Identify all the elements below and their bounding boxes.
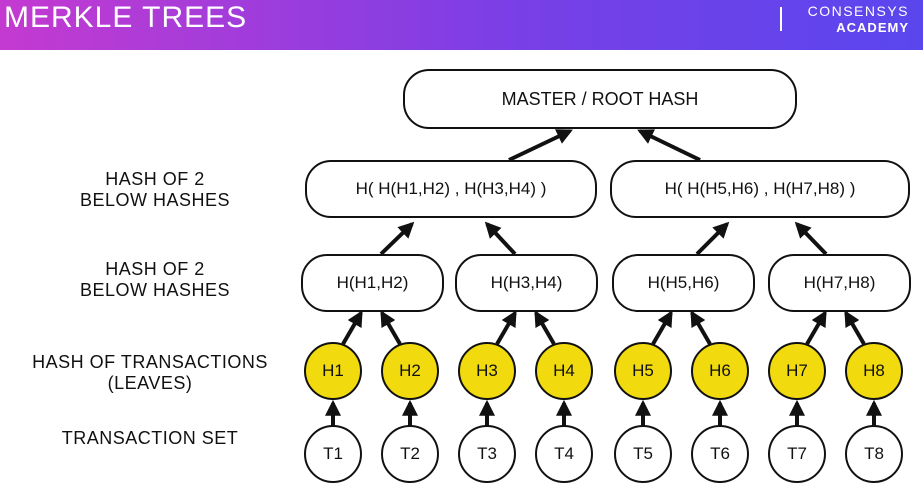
row-label-level2-line1: HASH OF 2 <box>105 169 205 189</box>
level1-node-h12: H(H1,H2) <box>301 254 444 312</box>
arrow-h6-h56 <box>690 310 712 346</box>
arrow-h78-right <box>794 221 828 256</box>
brand-logo-subtext: ACADEMY <box>836 20 909 35</box>
row-label-transactions: TRANSACTION SET <box>61 428 239 448</box>
leaf-node-h2: H2 <box>381 342 439 400</box>
arrow-h34-left <box>484 221 517 256</box>
leaf-node-h7: H7 <box>768 342 826 400</box>
transaction-node-t3: T3 <box>458 425 516 483</box>
level1-node-h34: H(H3,H4) <box>455 254 598 312</box>
row-label-level1: HASH OF 2 BELOW HASHES <box>40 259 270 301</box>
arrow-h2-h12 <box>380 310 402 346</box>
arrow-right-root <box>637 129 701 162</box>
transaction-node-t5: T5 <box>614 425 672 483</box>
leaf-node-h5: H5 <box>614 342 672 400</box>
arrow-h12-left <box>379 221 415 256</box>
arrow-h56-right <box>695 221 730 256</box>
leaf-node-h8: H8 <box>845 342 903 400</box>
header-divider <box>780 7 782 31</box>
level2-node-right: H( H(H5,H6) , H(H7,H8) ) <box>610 160 910 218</box>
level2-node-left: H( H(H1,H2) , H(H3,H4) ) <box>305 160 597 218</box>
transaction-node-t8: T8 <box>845 425 903 483</box>
level1-node-h56: H(H5,H6) <box>612 254 755 312</box>
row-label-level2-line2: BELOW HASHES <box>79 190 231 210</box>
arrow-h5-h56 <box>651 310 673 346</box>
arrow-left-root <box>508 129 573 162</box>
arrow-h4-h34 <box>534 310 556 346</box>
page-title: MERKLE TREES <box>4 1 248 34</box>
row-label-level1-line2: BELOW HASHES <box>79 280 231 300</box>
leaf-node-h4: H4 <box>535 342 593 400</box>
level1-node-h78: H(H7,H8) <box>768 254 911 312</box>
header-bar: MERKLE TREES CONSENSYS ACADEMY <box>0 0 923 50</box>
leaf-node-h3: H3 <box>458 342 516 400</box>
row-label-level1-line1: HASH OF 2 <box>105 259 205 279</box>
row-label-leaves-line2: (LEAVES) <box>107 373 193 393</box>
transaction-node-t6: T6 <box>691 425 749 483</box>
row-label-leaves: HASH OF TRANSACTIONS (LEAVES) <box>5 352 295 394</box>
row-label-leaves-line1: HASH OF TRANSACTIONS <box>32 352 268 372</box>
row-label-level2: HASH OF 2 BELOW HASHES <box>40 169 270 211</box>
brand-logo-text: CONSENSYS <box>807 3 909 19</box>
arrow-h1-h12 <box>341 310 363 346</box>
root-hash-node: MASTER / ROOT HASH <box>403 69 797 129</box>
arrow-h3-h34 <box>495 310 517 346</box>
transaction-node-t4: T4 <box>535 425 593 483</box>
transaction-node-t7: T7 <box>768 425 826 483</box>
arrow-h7-h78 <box>805 310 827 346</box>
transaction-node-t2: T2 <box>381 425 439 483</box>
leaf-node-h6: H6 <box>691 342 749 400</box>
arrow-h8-h78 <box>844 310 866 346</box>
transaction-node-t1: T1 <box>304 425 362 483</box>
leaf-node-h1: H1 <box>304 342 362 400</box>
